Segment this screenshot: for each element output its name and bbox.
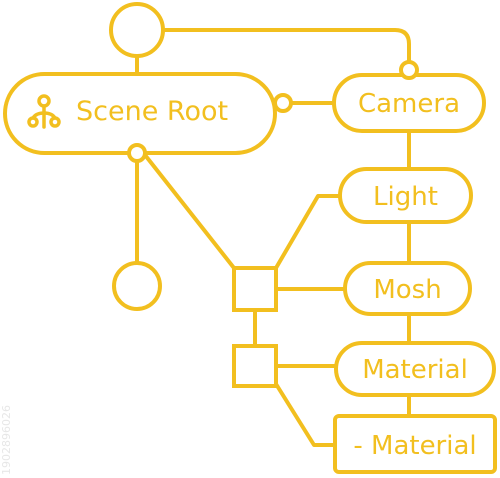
top-empty-node[interactable] bbox=[109, 2, 165, 58]
mosh-node[interactable]: Mosh bbox=[343, 261, 472, 316]
mosh-node-box[interactable] bbox=[343, 261, 472, 316]
connector-top-circle-to-camera bbox=[162, 28, 411, 64]
material-node[interactable]: Material bbox=[334, 341, 496, 397]
node-tree-icon bbox=[27, 94, 61, 129]
light-node-box[interactable] bbox=[338, 167, 473, 224]
branch-hub-lower[interactable] bbox=[232, 344, 278, 388]
connector-root-to-hub-upper bbox=[143, 153, 236, 270]
connectors bbox=[135, 28, 411, 447]
light-node[interactable]: Light bbox=[338, 167, 473, 224]
camera-node[interactable]: Camera bbox=[332, 60, 486, 133]
material-node-box[interactable] bbox=[334, 341, 496, 397]
branch-hub-upper[interactable] bbox=[232, 266, 278, 312]
root-bottom-port bbox=[127, 143, 147, 163]
connector-hub-lower-to-sub-material bbox=[274, 382, 337, 447]
watermark-id: 1902896026 bbox=[0, 405, 13, 475]
connector-hub-upper-to-light bbox=[274, 194, 342, 270]
mosh-node-label: Mosh bbox=[373, 275, 441, 305]
camera-node-label: Camera bbox=[358, 89, 460, 119]
camera-top-port bbox=[399, 60, 419, 80]
bottom-empty-node[interactable] bbox=[112, 261, 162, 311]
root-right-port bbox=[273, 93, 293, 113]
light-node-label: Light bbox=[373, 182, 438, 212]
sub-material-node[interactable]: - Material bbox=[333, 414, 497, 474]
sub-material-node-label: - Material bbox=[353, 431, 476, 461]
root-node[interactable]: Scene Root bbox=[3, 72, 293, 163]
watermark-pattern: 1902896026 bbox=[0, 405, 13, 475]
sub-material-node-box[interactable] bbox=[333, 414, 497, 474]
material-node-label: Material bbox=[362, 355, 468, 385]
root-node-label: Scene Root bbox=[76, 96, 228, 127]
